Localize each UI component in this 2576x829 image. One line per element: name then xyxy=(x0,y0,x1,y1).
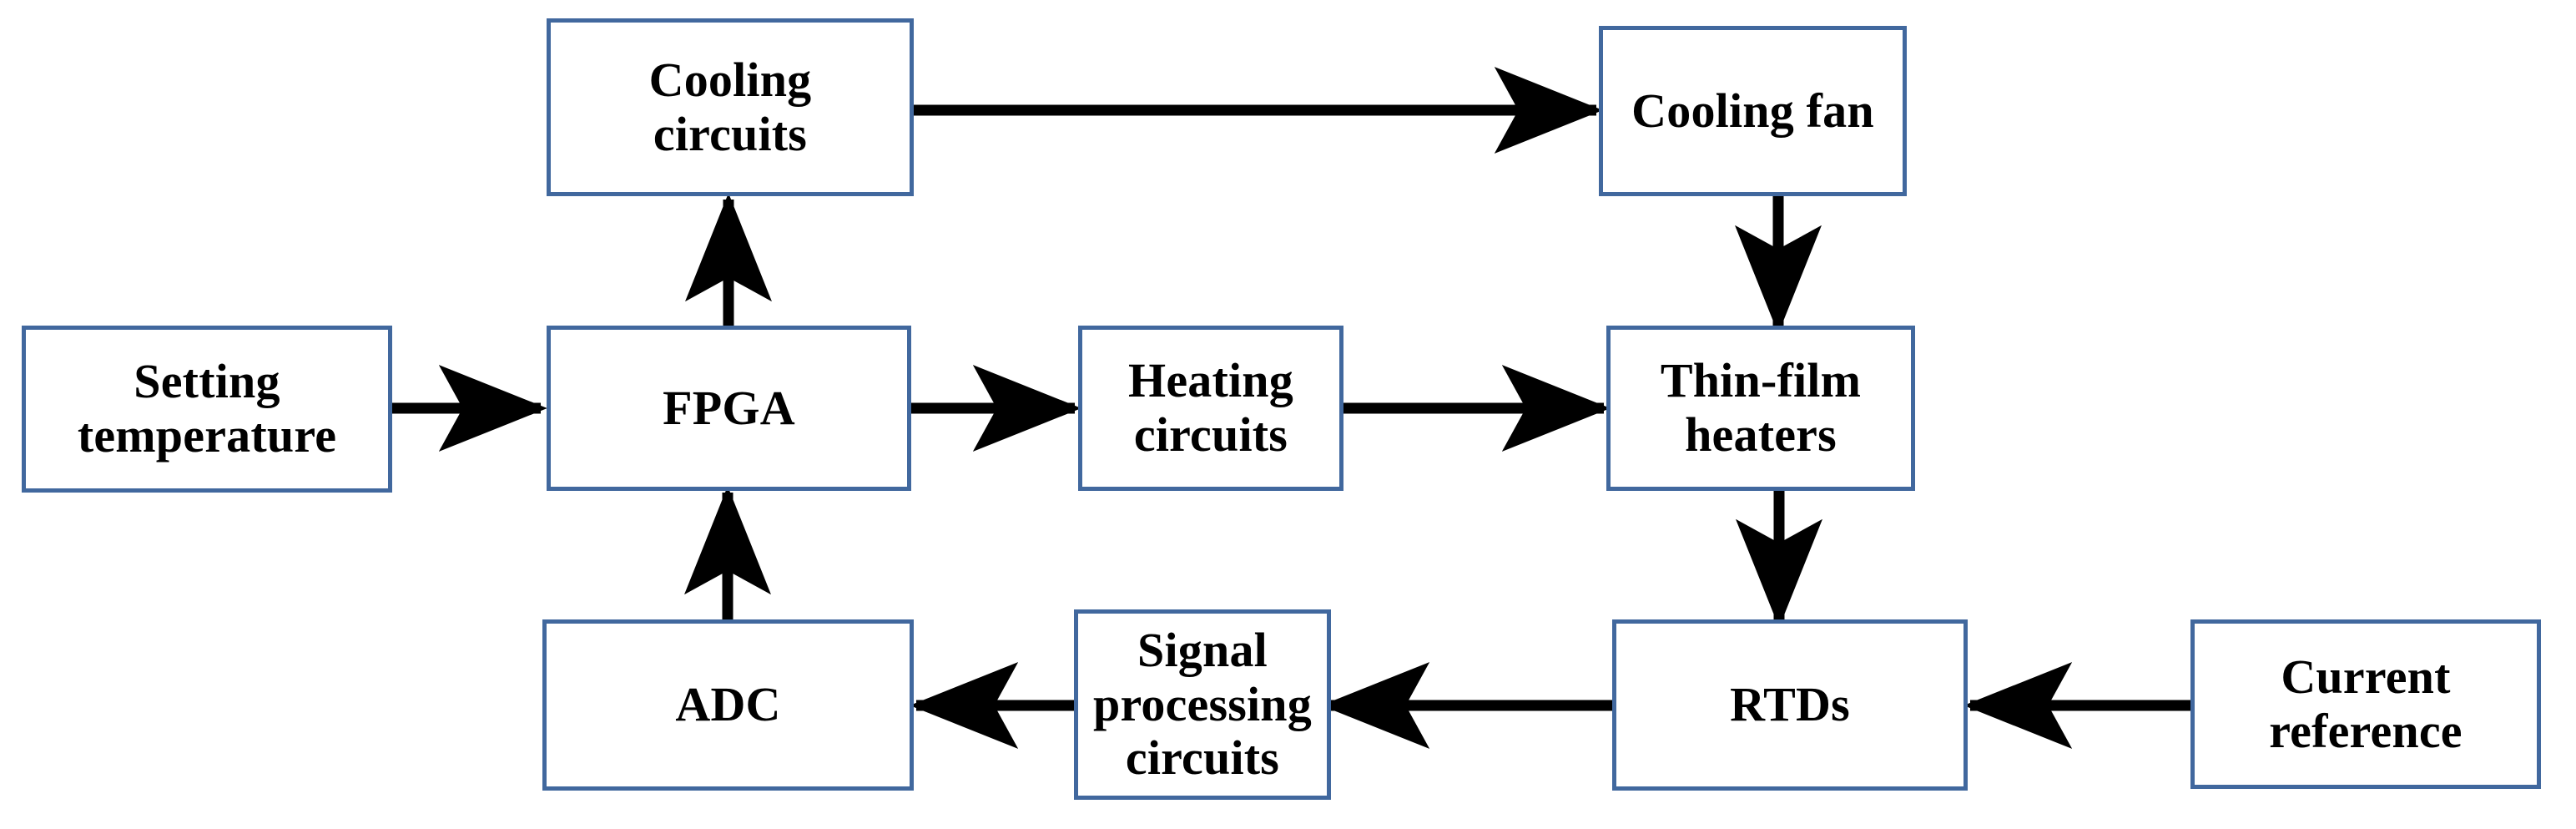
node-setting-temperature-label: Setting temperature xyxy=(77,354,337,463)
node-thin-film-heaters[interactable]: Thin-film heaters xyxy=(1606,326,1915,491)
node-cooling-circuits[interactable]: Cooling circuits xyxy=(547,18,914,196)
node-adc-label: ADC xyxy=(675,677,781,732)
node-fpga-label: FPGA xyxy=(663,380,795,435)
node-heating-circuits-label: Heating circuits xyxy=(1128,353,1293,462)
node-cooling-fan[interactable]: Cooling fan xyxy=(1599,26,1907,196)
node-rtds-label: RTDs xyxy=(1730,677,1850,732)
node-current-reference[interactable]: Current reference xyxy=(2190,619,2541,789)
node-setting-temperature[interactable]: Setting temperature xyxy=(22,326,392,493)
node-thin-film-heaters-label: Thin-film heaters xyxy=(1660,353,1862,462)
node-fpga[interactable]: FPGA xyxy=(547,326,911,491)
node-cooling-fan-label: Cooling fan xyxy=(1631,83,1874,138)
node-cooling-circuits-label: Cooling circuits xyxy=(648,52,812,161)
node-adc[interactable]: ADC xyxy=(542,619,914,791)
node-signal-processing-circuits-label: Signal processing circuits xyxy=(1093,622,1312,786)
node-current-reference-label: Current reference xyxy=(2269,649,2463,758)
node-heating-circuits[interactable]: Heating circuits xyxy=(1078,326,1343,491)
node-rtds[interactable]: RTDs xyxy=(1612,619,1968,791)
node-signal-processing-circuits[interactable]: Signal processing circuits xyxy=(1074,609,1331,800)
